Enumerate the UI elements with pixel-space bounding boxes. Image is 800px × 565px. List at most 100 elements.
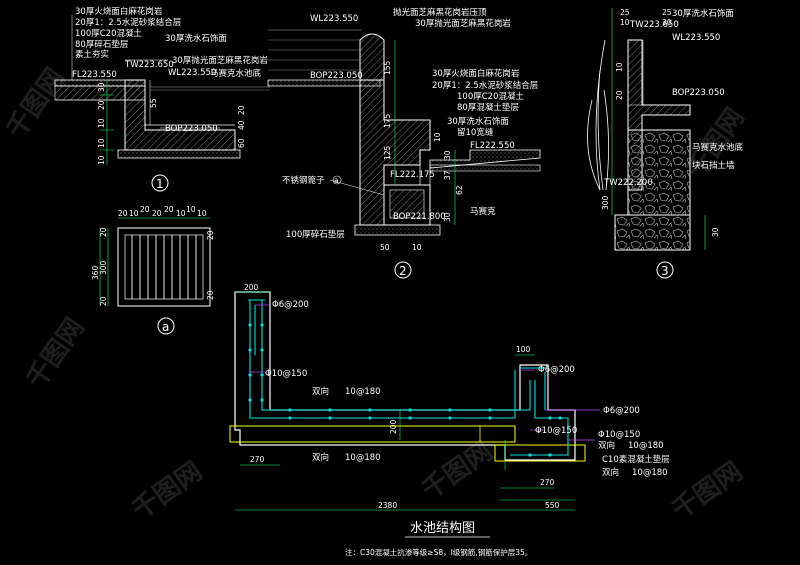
dim-label: 37 [443,170,452,180]
dim-label: 25 [620,8,630,17]
dim-label: 10 [129,209,139,218]
rebar-label: 10@180 [345,453,381,463]
level-mark: TW222.200 [603,178,653,188]
rebar-label: 10@180 [632,468,668,478]
level-mark: BOP221.800 [393,212,446,222]
dim-label: 270 [540,478,555,487]
fountain-spray-icon [587,39,609,191]
level-mark: BOP223.050 [165,124,218,134]
dim-label: 30 [711,227,720,237]
rebar-labels: Φ6@200 Φ10@150 双向 10@180 双向 10@180 Φ6@20… [265,300,670,478]
label: 80厚碎石垫层 [75,39,128,50]
label: 马赛克水池底 [692,142,744,153]
rebar-label: Φ6@200 [538,365,575,375]
detail-number: 1 [156,177,164,191]
label: 20厚1：2.5水泥砂浆结合层 [75,17,181,28]
callout-label: a [334,176,339,185]
detail-2: 抛光面芝麻黑花岗岩压顶 30厚抛光面芝麻黑花岗岩 30厚火烧面白麻花岗岩 20厚… [267,7,541,279]
label: 100厚C20混凝土 [457,91,524,102]
dim-label: 20 [206,290,215,300]
dim-label: 25 [662,8,672,17]
rebar-label: 双向 [602,467,619,478]
label: 20厚1：2.5水泥砂浆结合层 [432,80,538,91]
dim-label: 60 [237,138,246,148]
label: 块石挡土墙 [692,160,735,171]
drawing-note: 注：C30混凝土抗渗等级≥S8，Ⅰ级钢筋,钢筋保护层35。 [345,547,532,557]
label: 80厚混凝土垫层 [457,102,519,113]
level-mark: TW223.650 [124,60,174,70]
dim-label: 20 [164,205,174,214]
dim-label: 40 [237,120,246,130]
dim-label: 20 [97,100,106,110]
label: 马赛克 [470,206,496,217]
dim-label: 30 [443,150,452,160]
label: 30厚火烧面白麻花岗岩 [75,6,163,17]
dim-label: 20 [615,90,624,100]
pool-structure-section: Φ6@200 Φ10@150 双向 10@180 双向 10@180 Φ6@20… [229,283,670,511]
dim-label: 50 [380,243,390,252]
dim-label: 300 [601,195,610,210]
label: 100厚碎石垫层 [286,229,345,240]
dim-label: 2380 [378,501,397,510]
detail-a: 20 10 20 20 20 10 10 10 20 20 300 360 20… [91,205,215,335]
dim-label: 62 [455,185,464,195]
dim-label: 100 [516,345,531,354]
watermark: 千图网 [127,456,208,525]
dim-label: 270 [250,455,265,464]
level-mark: WL223.550 [672,33,720,43]
dim-label: 30 [662,18,672,27]
dim-label: 10 [412,243,422,252]
dim-label: 10 [615,62,624,72]
rebar-label: 双向 [312,452,329,463]
label: 素土夯实 [75,49,109,60]
label: 30厚火烧面白麻花岗岩 [432,68,520,79]
dim-label: 10 [97,138,106,148]
level-mark: WL223.550 [310,14,358,24]
label: 100厚C20混凝土 [75,28,142,39]
dim-label: 10 [176,209,186,218]
level-mark: BOP223.050 [310,71,363,81]
label: 30厚洗水石饰面 [165,33,227,44]
label: 留10宽缝 [457,127,494,138]
dim-label: 175 [383,113,392,128]
dim-label: 30 [97,82,106,92]
dim-label: 20 [152,209,162,218]
dim-label: 10 [620,18,630,27]
label: 30厚洗水石饰面 [447,116,509,127]
rebar-label: 10@180 [628,441,664,451]
label: 30厚抛光面芝麻黑花岗岩 [415,18,511,29]
detail-number: 3 [661,264,669,278]
rebar-label: Φ6@200 [272,300,309,310]
level-mark: TW223.650 [629,20,679,30]
detail-1: 30厚火烧面白麻花岗岩 20厚1：2.5水泥砂浆结合层 100厚C20混凝土 8… [54,6,270,192]
rebar-label: 双向 [598,440,615,451]
dim-label: 360 [91,265,100,280]
watermark: 千图网 [21,313,90,394]
label: 不锈钢篦子 [282,175,325,186]
rebar-label: Φ10@150 [535,426,577,436]
dim-label: 55 [149,98,158,108]
label: 马赛克水池底 [210,68,262,79]
label: 30厚抛光面芝麻黑花岗岩 [172,55,268,66]
dim-label: 30 [443,212,452,222]
dim-label: 20 [206,230,215,240]
dim-label: 20 [99,296,108,306]
dim-label: 20 [118,209,128,218]
dim-label: 20 [237,105,246,115]
watermark: 千图网 [667,456,748,525]
dim-label: 125 [383,145,392,160]
level-mark: WL223.550 [168,68,216,78]
dim-label: 10 [186,205,196,214]
level-mark: FL223.550 [72,70,117,80]
level-mark: FL222.550 [470,141,515,151]
label: 30厚洗水石饰面 [672,8,734,19]
level-mark: BOP223.050 [672,88,725,98]
rebar-label: 双向 [312,386,329,397]
dim-label: 20 [99,227,108,237]
dim-label: 10 [433,132,442,142]
rebar-label: Φ6@200 [603,406,640,416]
dim-label: 200 [389,419,398,434]
dim-label: 550 [545,501,560,510]
dim-label: 155 [383,60,392,75]
